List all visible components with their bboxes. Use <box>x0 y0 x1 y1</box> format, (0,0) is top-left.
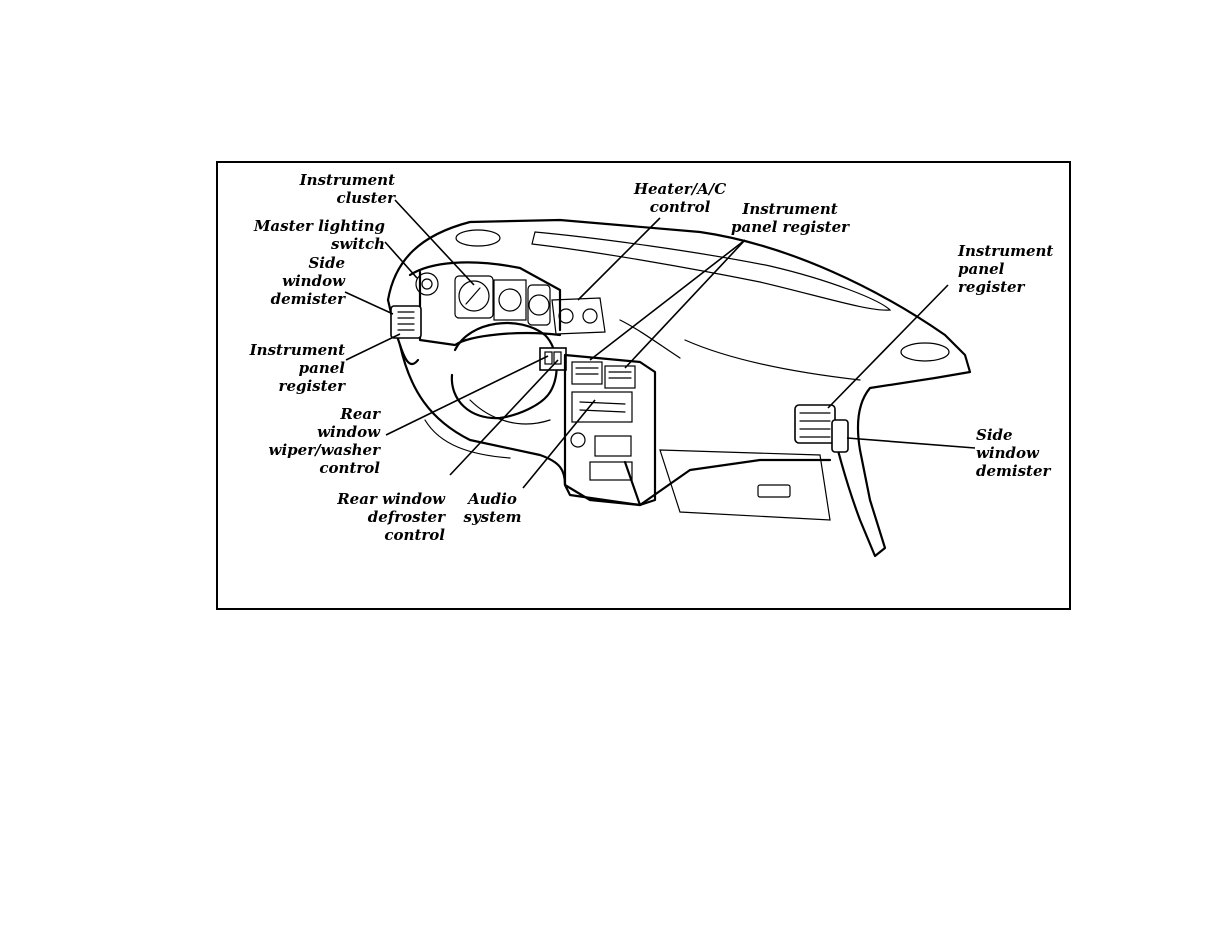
label-side-window-demister-right: Side window demister <box>976 426 1056 480</box>
label-side-window-demister-left: Side window demister <box>250 254 345 308</box>
label-rear-window-wiper-washer-control: Rear window wiper/washer control <box>240 405 380 477</box>
label-instrument-panel-register-center: Instrument panel register <box>730 200 850 236</box>
label-audio-system: Audio system <box>455 490 530 526</box>
label-heater-ac-control: Heater/A/C control <box>625 180 735 216</box>
label-instrument-cluster: Instrument cluster <box>270 171 395 207</box>
label-instrument-panel-register-right: Instrument panel register <box>958 242 1058 296</box>
label-master-lighting-switch: Master lighting switch <box>245 217 385 253</box>
label-instrument-panel-register-left: Instrument panel register <box>240 341 345 395</box>
label-rear-window-defroster-control: Rear window defroster control <box>310 490 445 544</box>
